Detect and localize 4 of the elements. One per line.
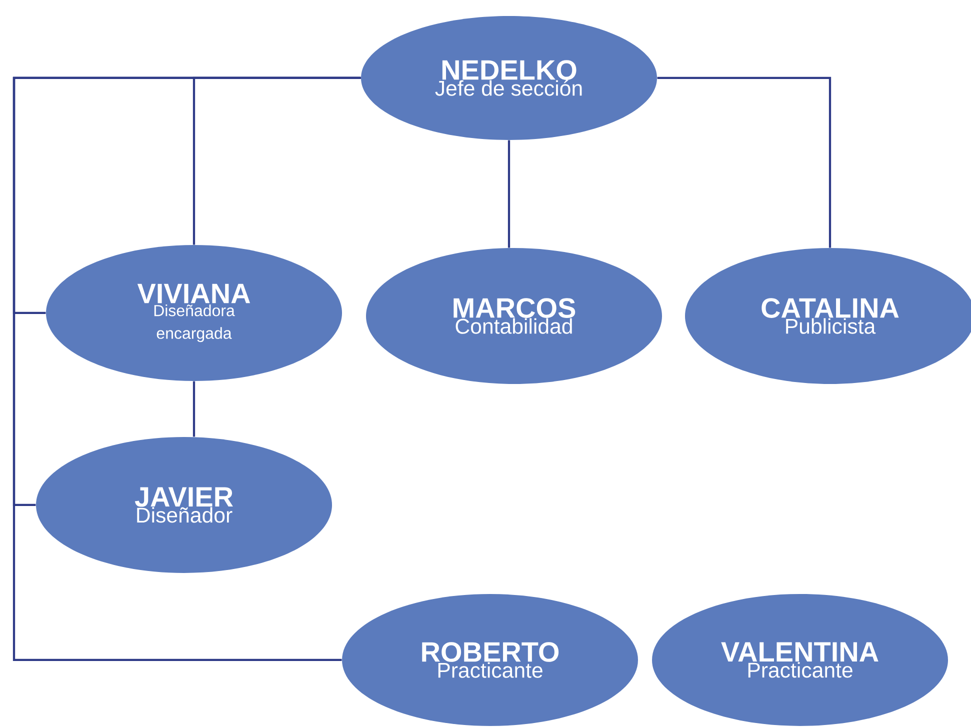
connector-line — [657, 76, 832, 248]
connector-line — [12, 76, 361, 662]
connector-line — [192, 381, 196, 437]
connector-line — [508, 140, 510, 248]
